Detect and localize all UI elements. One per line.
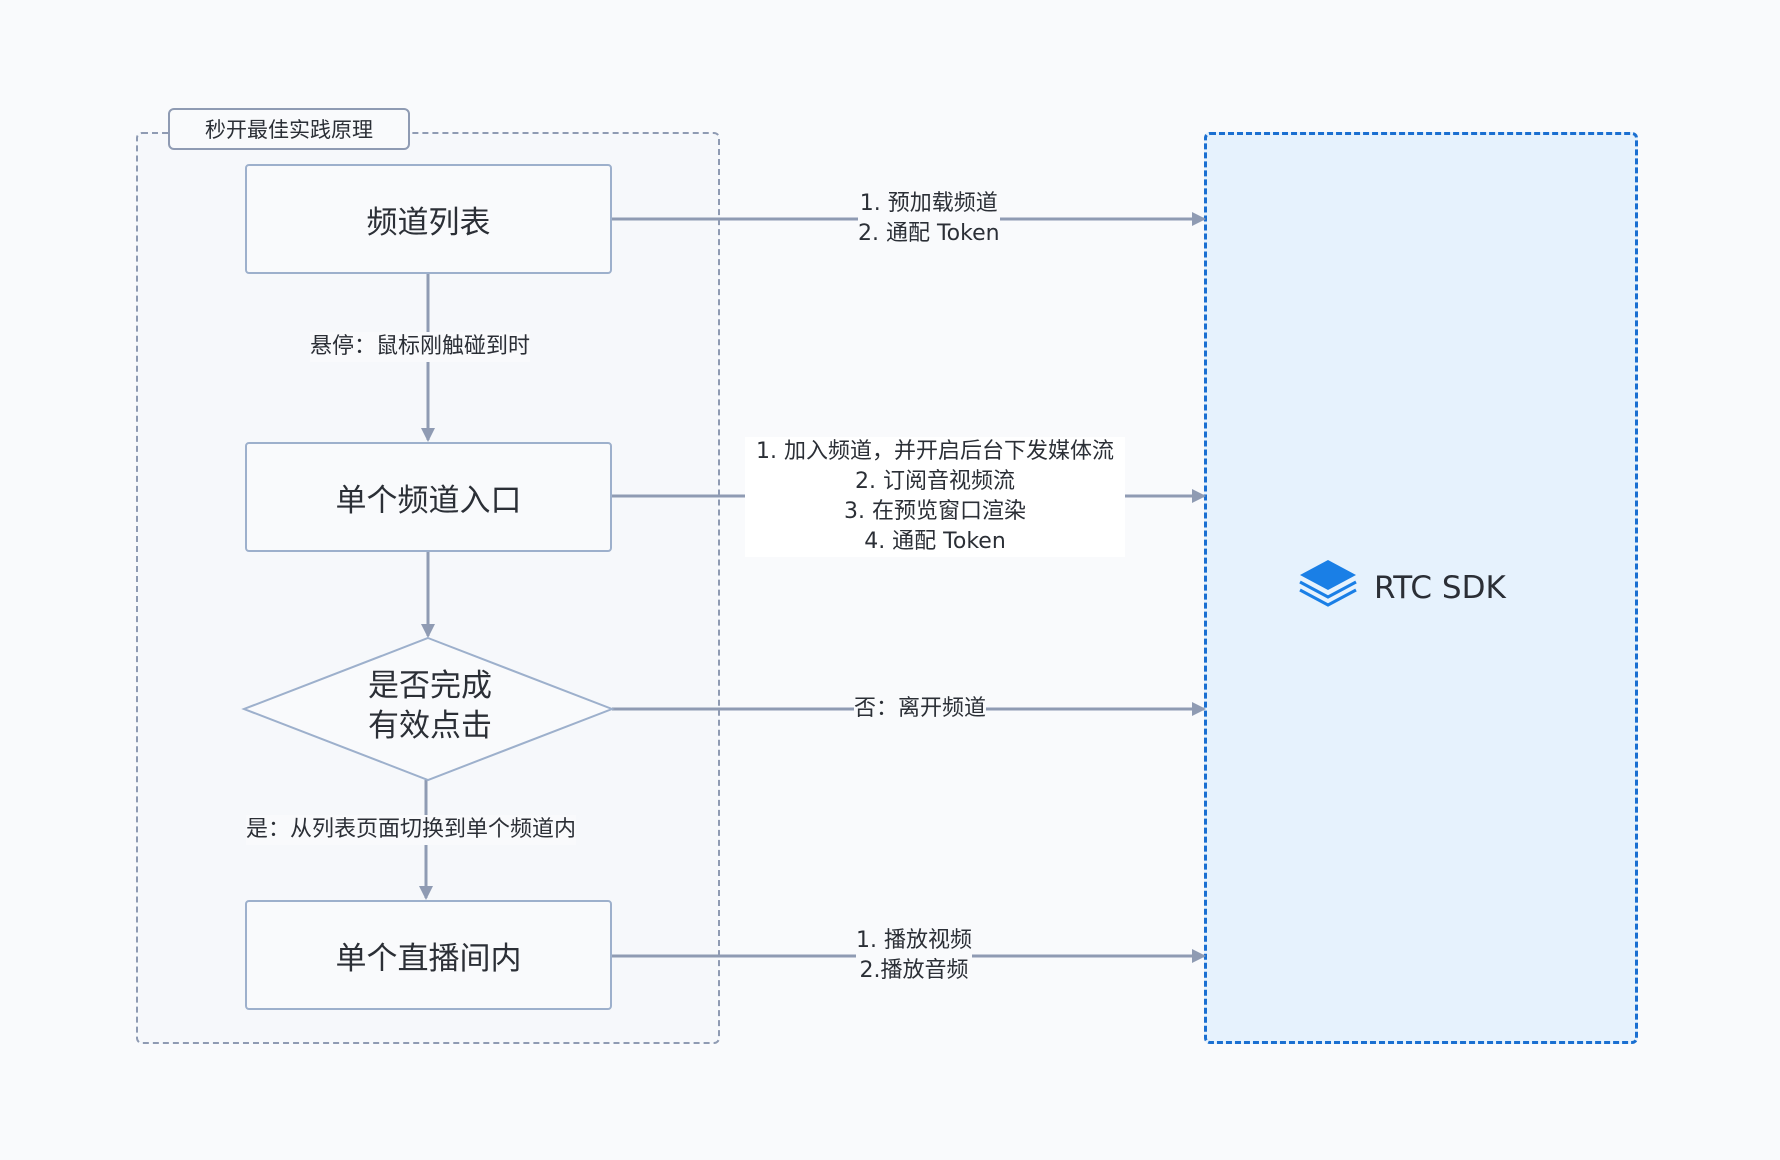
decision-diamond	[241, 636, 615, 782]
decision-text: 是否完成 有效点击	[250, 666, 610, 746]
rtc-sdk-label: RTC SDK	[1374, 570, 1506, 606]
hover-label: 悬停：鼠标刚触碰到时	[310, 332, 531, 362]
group-title: 秒开最佳实践原理	[168, 108, 410, 150]
layers-icon	[1299, 560, 1357, 607]
yes-label: 是：从列表页面切换到单个频道内	[246, 815, 577, 845]
sdk-edge-2-line-4: 4. 通配 Token	[864, 529, 1006, 554]
sdk-edge-1-label: 1. 预加载频道 2. 通配 Token	[858, 189, 1000, 249]
sdk-edge-2-line-2: 2. 订阅音视频流	[855, 469, 1015, 494]
rtc-sdk-container	[1204, 132, 1638, 1044]
sdk-edge-1-line-1: 1. 预加载频道	[859, 191, 998, 216]
live-room-node: 单个直播间内	[245, 900, 612, 1010]
decision-line-1: 是否完成	[368, 668, 492, 704]
sdk-edge-2-label: 1. 加入频道，并开启后台下发媒体流 2. 订阅音视频流 3. 在预览窗口渲染 …	[745, 437, 1125, 557]
sdk-edge-3-label: 否：离开频道	[854, 694, 987, 724]
channel-list-node: 频道列表	[245, 164, 612, 274]
sdk-edge-2-line-1: 1. 加入频道，并开启后台下发媒体流	[756, 439, 1114, 464]
decision-line-2: 有效点击	[368, 708, 492, 744]
sdk-edge-4-line-2: 2.播放音频	[859, 958, 969, 983]
sdk-edge-2-line-3: 3. 在预览窗口渲染	[844, 499, 1026, 524]
sdk-edge-4-line-1: 1. 播放视频	[856, 928, 972, 953]
sdk-edge-1-line-2: 2. 通配 Token	[858, 221, 1000, 246]
single-channel-entry-node: 单个频道入口	[245, 442, 612, 552]
sdk-edge-4-label: 1. 播放视频 2.播放音频	[856, 926, 972, 986]
